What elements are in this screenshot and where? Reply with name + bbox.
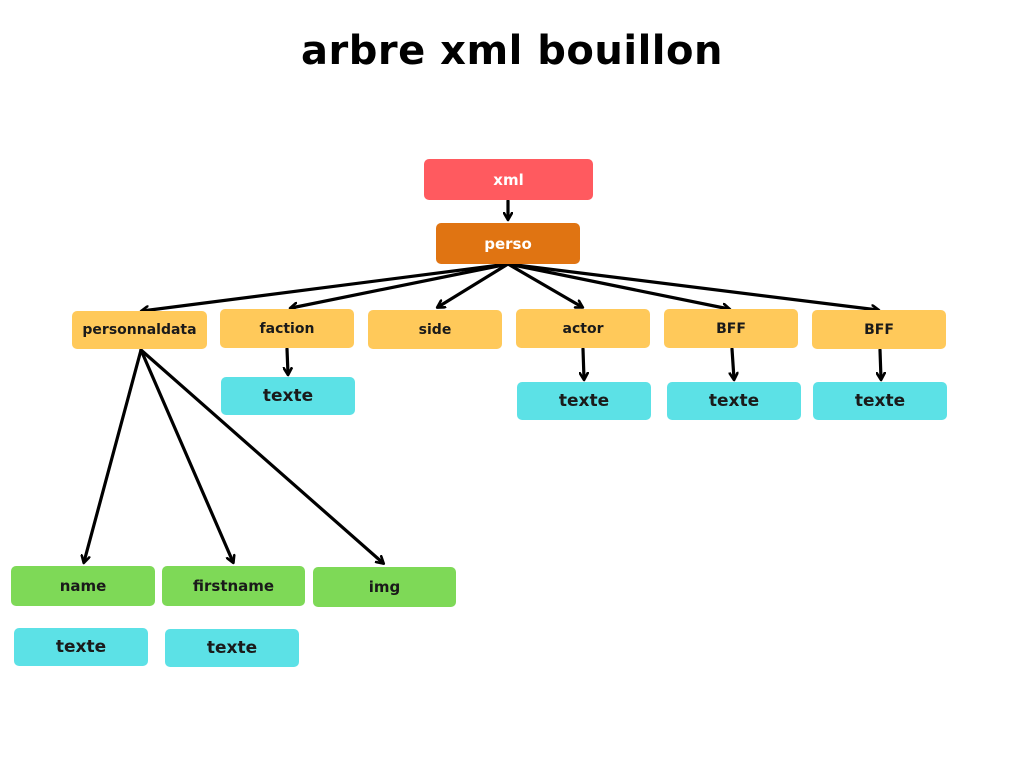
edge-perso-bff1	[506, 262, 729, 309]
node-texte-bff-2: texte	[813, 382, 947, 420]
node-name: name	[11, 566, 155, 606]
edge-perso-faction	[291, 262, 510, 308]
edge-personnaldata-img	[139, 348, 383, 563]
edge-personnaldata-firstname	[139, 348, 233, 562]
node-personnaldata: personnaldata	[72, 311, 207, 349]
diagram-title: arbre xml bouillon	[301, 28, 723, 74]
edge-faction-texte	[287, 347, 288, 374]
node-texte-faction: texte	[221, 377, 355, 415]
edge-perso-side	[438, 262, 510, 307]
node-texte-firstname: texte	[165, 629, 299, 667]
node-bff-2: BFF	[812, 310, 946, 349]
node-actor: actor	[516, 309, 650, 348]
node-texte-bff-1: texte	[667, 382, 801, 420]
edge-actor-texte	[583, 347, 584, 379]
edge-bff2-texte	[880, 348, 881, 379]
node-bff-1: BFF	[664, 309, 798, 348]
node-texte-actor: texte	[517, 382, 651, 420]
edge-bff1-texte	[732, 347, 734, 379]
edge-personnaldata-name	[84, 348, 143, 562]
node-texte-name: texte	[14, 628, 148, 666]
node-side: side	[368, 310, 502, 349]
node-firstname: firstname	[162, 566, 305, 606]
node-xml: xml	[424, 159, 593, 200]
edge-perso-personnaldata	[142, 262, 510, 311]
edge-perso-actor	[506, 262, 582, 307]
node-faction: faction	[220, 309, 354, 348]
edge-perso-bff2	[506, 262, 878, 310]
node-perso: perso	[436, 223, 580, 264]
node-img: img	[313, 567, 456, 607]
